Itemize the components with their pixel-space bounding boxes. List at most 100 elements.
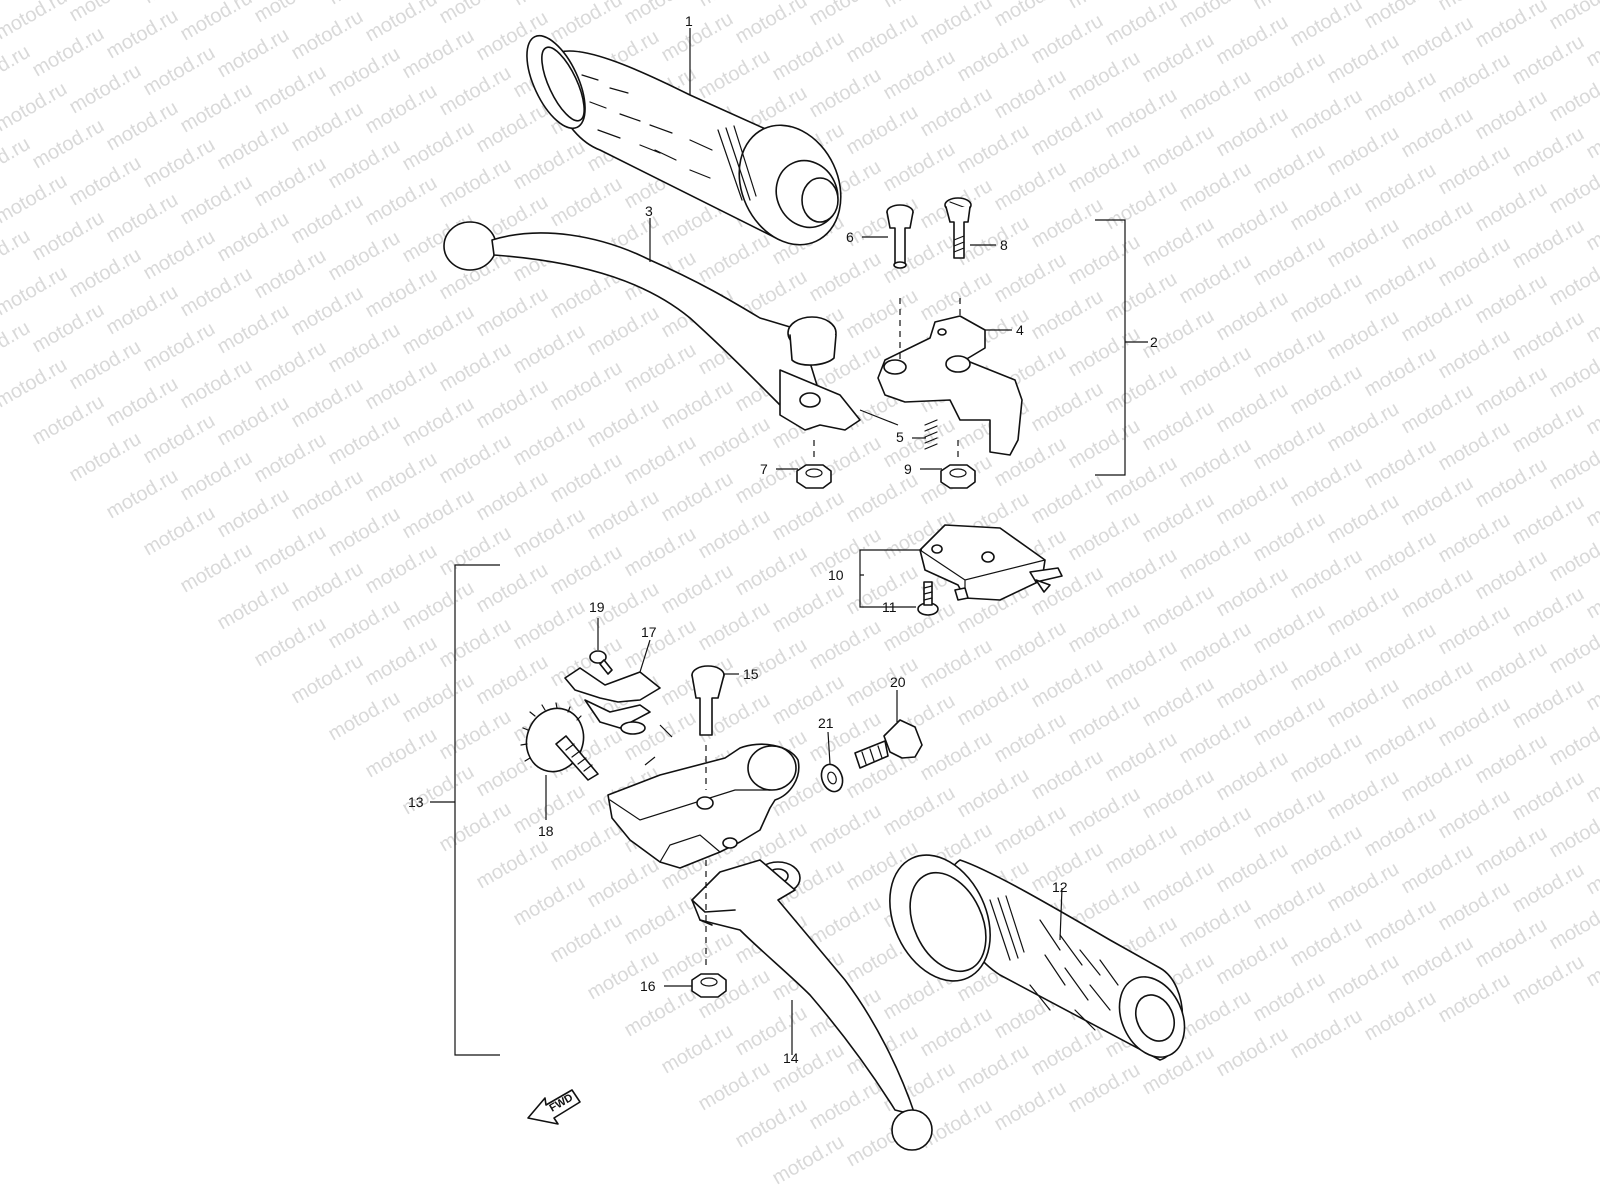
watermark-text: motod.ru	[1435, 969, 1514, 1028]
watermark-text: motod.ru	[769, 487, 848, 546]
watermark-text: motod.ru	[1213, 839, 1292, 898]
watermark-text: motod.ru	[621, 615, 700, 674]
watermark-text: motod.ru	[362, 356, 441, 415]
watermark-text: motod.ru	[288, 6, 367, 65]
watermark-text: motod.ru	[1398, 656, 1477, 715]
watermark-text: motod.ru	[1509, 675, 1588, 734]
watermark-text: motod.ru	[1250, 0, 1329, 14]
watermark-text: motod.ru	[880, 0, 959, 12]
watermark-text: motod.ru	[1435, 49, 1514, 108]
watermark-text: motod.ru	[658, 8, 737, 67]
watermark-text: motod.ru	[917, 83, 996, 142]
watermark-text: motod.ru	[1546, 620, 1600, 679]
watermark-text: motod.ru	[843, 285, 922, 344]
watermark-text: motod.ru	[547, 541, 626, 600]
watermark-text: motod.ru	[806, 524, 885, 583]
callout-numbers: 1 2 3 4 5 6 7 8 9 10 11 12 13 14 15 16 1…	[408, 13, 1158, 1066]
watermark-text: motod.ru	[29, 115, 108, 174]
watermark-text: motod.ru	[1287, 0, 1366, 51]
watermark-text: motod.ru	[1361, 159, 1440, 218]
watermark-text: motod.ru	[1213, 747, 1292, 806]
watermark-text: motod.ru	[1250, 324, 1329, 383]
watermark-text: motod.ru	[1435, 233, 1514, 292]
watermark-text: motod.ru	[288, 282, 367, 341]
watermark-text: motod.ru	[1361, 251, 1440, 310]
watermark-text: motod.ru	[1472, 730, 1551, 789]
watermark-text: motod.ru	[1213, 287, 1292, 346]
watermark-text: motod.ru	[251, 245, 330, 304]
watermark-text: motod.ru	[140, 410, 219, 469]
part-12-grip-left	[889, 854, 1186, 1061]
watermark-text: motod.ru	[732, 1094, 811, 1153]
watermark-text: motod.ru	[1213, 655, 1292, 714]
watermark-text: motod.ru	[954, 28, 1033, 87]
watermark-text: motod.ru	[1583, 13, 1600, 72]
part-3-brake-lever	[443, 221, 861, 431]
watermark-text: motod.ru	[695, 0, 774, 11]
watermark-text: motod.ru	[510, 320, 589, 379]
watermark-text: motod.ru	[1361, 619, 1440, 678]
watermark-text: motod.ru	[658, 560, 737, 619]
watermark-text: motod.ru	[1583, 565, 1600, 624]
watermark-text: motod.ru	[1324, 306, 1403, 365]
watermark-text: motod.ru	[1287, 913, 1366, 972]
watermark-text: motod.ru	[1176, 802, 1255, 861]
watermark-text: motod.ru	[1102, 268, 1181, 327]
watermark-text: motod.ru	[0, 225, 34, 284]
watermark-text: motod.ru	[547, 909, 626, 968]
callout-6: 6	[846, 229, 854, 245]
watermark-text: motod.ru	[1583, 381, 1600, 440]
watermark-text: motod.ru	[1398, 380, 1477, 439]
watermark-text: motod.ru	[954, 764, 1033, 823]
watermark-text: motod.ru	[399, 393, 478, 452]
watermark-text: motod.ru	[214, 576, 293, 635]
watermark-text: motod.ru	[288, 558, 367, 617]
watermark-text: motod.ru	[288, 98, 367, 157]
watermark-text: motod.ru	[1324, 858, 1403, 917]
watermark-text: motod.ru	[584, 946, 663, 1005]
watermark-text: motod.ru	[29, 23, 108, 82]
watermark-text: motod.ru	[1509, 767, 1588, 826]
watermark-text: motod.ru	[1102, 0, 1181, 50]
watermark-text: motod.ru	[658, 1020, 737, 1079]
part-8-screw	[944, 197, 972, 259]
watermark-text: motod.ru	[510, 872, 589, 931]
watermark-text: motod.ru	[1250, 692, 1329, 751]
watermark-text: motod.ru	[362, 172, 441, 231]
leader-lines	[430, 28, 1148, 1055]
callout-4: 4	[1016, 322, 1024, 338]
watermark-text: motod.ru	[991, 1077, 1070, 1136]
watermark-text: motod.ru	[1139, 489, 1218, 548]
watermark-text: motod.ru	[1361, 343, 1440, 402]
watermark-text: motod.ru	[177, 263, 256, 322]
part-19-screw	[589, 650, 613, 675]
watermark-text: motod.ru	[1250, 416, 1329, 475]
watermark-text: motod.ru	[325, 227, 404, 286]
watermark-text: motod.ru	[436, 430, 515, 489]
watermark-text: motod.ru	[1028, 286, 1107, 345]
watermark-text: motod.ru	[1472, 178, 1551, 237]
watermark-text: motod.ru	[510, 596, 589, 655]
watermark-text: motod.ru	[917, 0, 996, 49]
watermark-text: motod.ru	[325, 135, 404, 194]
watermark-text: motod.ru	[1472, 270, 1551, 329]
callout-15: 15	[743, 666, 759, 682]
callout-8: 8	[1000, 237, 1008, 253]
watermark-text: motod.ru	[1028, 378, 1107, 437]
watermark-text: motod.ru	[1361, 0, 1440, 33]
watermark-text: motod.ru	[1546, 252, 1600, 311]
part-6-pivot-bolt	[886, 204, 914, 269]
watermark-text: motod.ru	[621, 983, 700, 1042]
watermark-text: motod.ru	[510, 0, 589, 10]
watermark-text: motod.ru	[66, 60, 145, 119]
watermark-text: motod.ru	[325, 43, 404, 102]
watermark-text: motod.ru	[214, 300, 293, 359]
watermark-text: motod.ru	[473, 283, 552, 342]
watermark-text: motod.ru	[362, 264, 441, 323]
watermark-text: motod.ru	[325, 687, 404, 746]
watermark-text: motod.ru	[1435, 325, 1514, 384]
watermark-text: motod.ru	[1546, 712, 1600, 771]
watermark-text: motod.ru	[1176, 618, 1255, 677]
part-15-pivot-bolt	[691, 665, 725, 736]
assembly-bracket-2	[1095, 219, 1126, 476]
